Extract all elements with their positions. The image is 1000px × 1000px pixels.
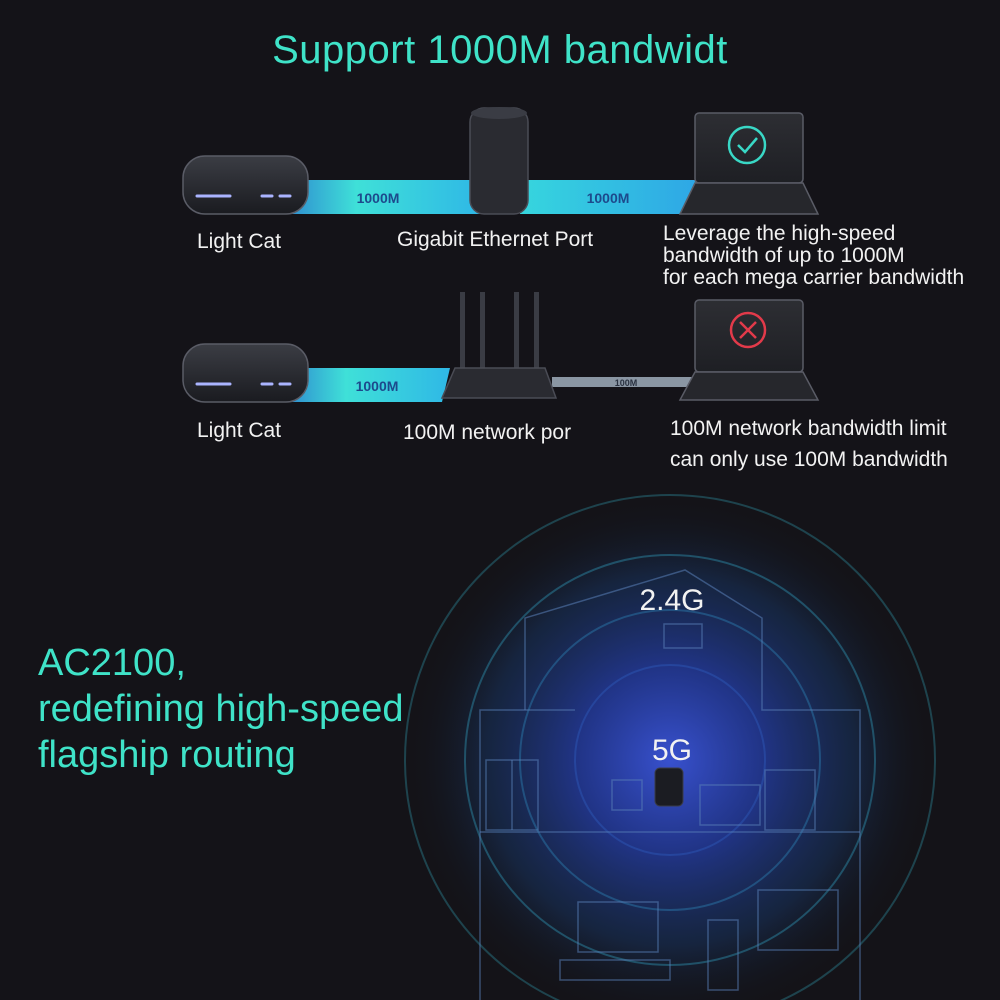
row1-link-left-label: 1000M — [357, 190, 400, 206]
light-cat-icon — [182, 155, 309, 215]
row2-link-left — [290, 368, 450, 402]
row1-link-right — [520, 180, 700, 214]
cross-icon — [729, 311, 767, 349]
router-icon — [654, 767, 684, 807]
row2-link-left-label: 1000M — [356, 378, 399, 394]
coverage-inner-label: 5G — [652, 734, 692, 767]
row1-diagram: 1000M 1000M — [182, 107, 820, 215]
laptop-fail-icon — [678, 299, 820, 401]
headline-line: redefining high-speed — [38, 688, 404, 730]
headline: AC2100, redefining high-speed flagship r… — [38, 640, 404, 778]
headline-line: flagship routing — [38, 734, 296, 776]
laptop-ok-icon — [678, 112, 820, 215]
row1-link-right-label: 1000M — [587, 190, 630, 206]
wifi-coverage-graphic: 2.4G 5G — [404, 494, 936, 1000]
antenna-router-icon — [440, 292, 558, 399]
row1-result-line: bandwidth of up to 1000M — [663, 244, 905, 267]
coverage-outer-label: 2.4G — [639, 584, 704, 617]
cylinder-router-icon — [469, 107, 529, 215]
row2-result-line: can only use 100M bandwidth — [670, 448, 948, 471]
row1-device-label: Light Cat — [197, 230, 282, 253]
row2-result-line: 100M network bandwidth limit — [670, 417, 947, 440]
check-icon — [727, 125, 767, 165]
row2-device-label: Light Cat — [197, 419, 282, 442]
row1-result-line: for each mega carrier bandwidth — [663, 266, 965, 289]
row1-result-line: Leverage the high-speed — [663, 222, 896, 245]
house-outline — [479, 569, 861, 1000]
headline-line: AC2100, — [38, 642, 186, 684]
row1-result-text: Leverage the high-speed bandwidth of up … — [663, 223, 964, 289]
row2-link-right — [552, 377, 692, 387]
row2-router-label: 100M network por — [403, 421, 572, 444]
row1-router-label: Gigabit Ethernet Port — [397, 228, 594, 251]
page-title: Support 1000M bandwidt — [272, 28, 728, 72]
row2-diagram: 1000M 100M — [182, 292, 820, 403]
row1-link-left — [290, 180, 480, 214]
row2-link-right-label: 100M — [615, 378, 638, 388]
light-cat-icon-2 — [182, 343, 309, 403]
row2-result-text: 100M network bandwidth limit can only us… — [670, 413, 948, 475]
